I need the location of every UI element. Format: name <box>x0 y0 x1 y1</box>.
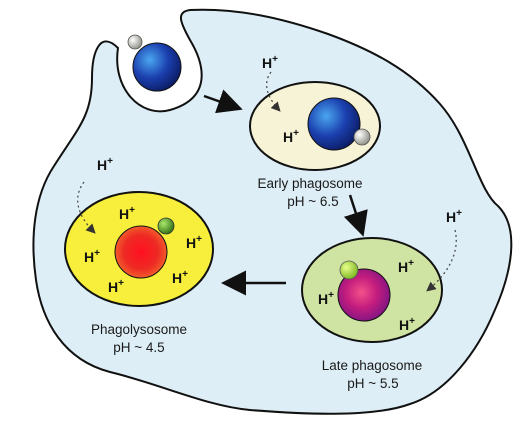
engulfed-bacterium <box>127 34 182 92</box>
arrow-to-early <box>203 89 243 114</box>
late-inner-proton: H+ <box>399 316 415 333</box>
lyso-inner-proton: H+ <box>119 205 135 222</box>
early-outer-proton: H+ <box>262 54 278 71</box>
early-inner-proton: H+ <box>283 128 299 145</box>
phagolysosome-label: Phagolysosome <box>91 322 187 337</box>
late-phagosome-label: Late phagosome <box>322 358 423 373</box>
lyso-outer-proton: H+ <box>97 156 113 173</box>
lyso-inner-proton: H+ <box>186 234 202 251</box>
late-phagosome-ph: pH ~ 5.5 <box>347 376 398 391</box>
arrow-to-late <box>343 194 368 237</box>
early-phagosome <box>249 81 381 171</box>
lyso-proton-influx <box>77 181 96 234</box>
late-proton-influx <box>426 229 457 292</box>
early-phagosome-ph: pH ~ 6.5 <box>287 194 338 209</box>
phagolysosome-ph: pH ~ 4.5 <box>113 340 164 355</box>
late-outer-proton: H+ <box>446 208 462 225</box>
early-proton-influx <box>266 71 281 112</box>
early-phagosome-label: Early phagosome <box>257 176 362 191</box>
lyso-inner-proton: H+ <box>108 278 124 295</box>
late-inner-proton: H+ <box>318 290 334 307</box>
late-inner-proton: H+ <box>398 258 414 275</box>
lyso-inner-proton: H+ <box>84 248 100 265</box>
phagolysosome <box>64 191 214 307</box>
late-phagosome <box>301 237 443 343</box>
lyso-inner-proton: H+ <box>172 269 188 286</box>
